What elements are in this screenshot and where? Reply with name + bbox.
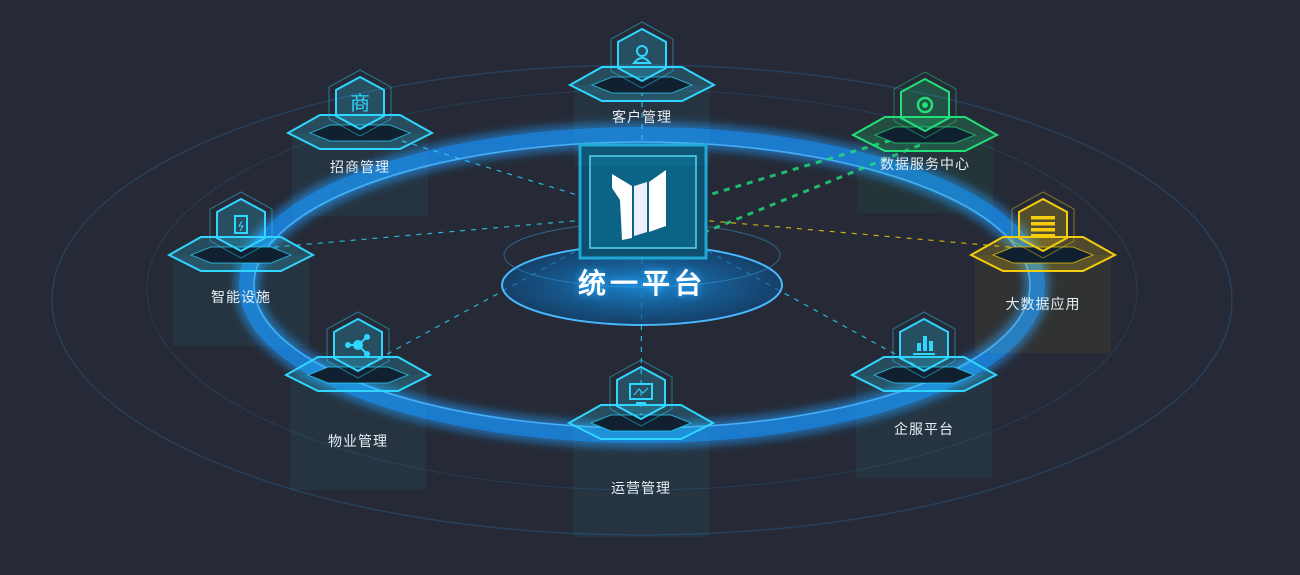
node-hexagon-outline xyxy=(1011,191,1075,259)
node-base-inner xyxy=(189,246,293,264)
node-5[interactable] xyxy=(968,191,1118,353)
user-gear-icon xyxy=(631,45,653,64)
outer-orbit xyxy=(51,64,1233,536)
node-label: 企服平台 xyxy=(894,421,954,437)
node-4[interactable] xyxy=(166,191,316,346)
monitor-chart-icon xyxy=(629,383,653,404)
node-label: 物业管理 xyxy=(328,433,388,449)
link-line xyxy=(704,143,921,234)
node-6[interactable] xyxy=(283,311,433,490)
shop-icon: 商 xyxy=(350,92,370,115)
bar-chart-icon xyxy=(913,336,935,355)
node-pillar xyxy=(573,423,709,537)
node-hexagon-outline xyxy=(609,359,673,427)
node-base-inner xyxy=(308,124,412,142)
node-3[interactable] xyxy=(850,71,1000,213)
node-label: 招商管理 xyxy=(330,159,390,175)
node-hexagon-outline xyxy=(893,71,957,139)
node-hexagon-outline xyxy=(328,69,392,137)
chip-icon xyxy=(578,143,708,260)
node-7[interactable] xyxy=(566,359,716,537)
link-line xyxy=(641,214,1044,251)
node-base-inner xyxy=(873,126,977,144)
node-base-inner xyxy=(872,366,976,384)
node-2[interactable]: 商 xyxy=(285,69,435,216)
node-hexagon-outline xyxy=(209,191,273,259)
node-pillar xyxy=(856,375,992,478)
node-hexagon xyxy=(216,197,266,253)
node-label: 数据服务中心 xyxy=(880,156,970,172)
node-label: 大数据应用 xyxy=(1005,296,1081,312)
node-hexagon-outline xyxy=(326,311,390,379)
list-icon xyxy=(1031,216,1055,237)
node-hexagon-outline xyxy=(892,311,956,379)
node-base-inner xyxy=(991,246,1095,264)
node-label: 运营管理 xyxy=(611,480,671,496)
node-label: 客户管理 xyxy=(612,109,672,125)
node-1[interactable] xyxy=(567,21,717,166)
charger-icon xyxy=(234,215,248,234)
node-8[interactable] xyxy=(849,311,999,478)
node-hexagon-outline xyxy=(610,21,674,89)
node-hexagon xyxy=(335,75,385,131)
node-hexagon xyxy=(616,365,666,421)
link-line xyxy=(240,214,643,251)
node-pillar xyxy=(290,375,426,490)
node-base-inner xyxy=(306,366,410,384)
node-base-inner xyxy=(590,76,694,94)
platform-title: 统一平台 xyxy=(577,268,707,299)
link-line xyxy=(641,128,926,217)
node-label: 智能设施 xyxy=(211,289,271,305)
svg-text:商: 商 xyxy=(350,92,370,115)
logo-mark xyxy=(612,174,632,240)
target-icon xyxy=(916,96,934,114)
node-base-inner xyxy=(589,414,693,432)
network-icon xyxy=(345,334,370,357)
